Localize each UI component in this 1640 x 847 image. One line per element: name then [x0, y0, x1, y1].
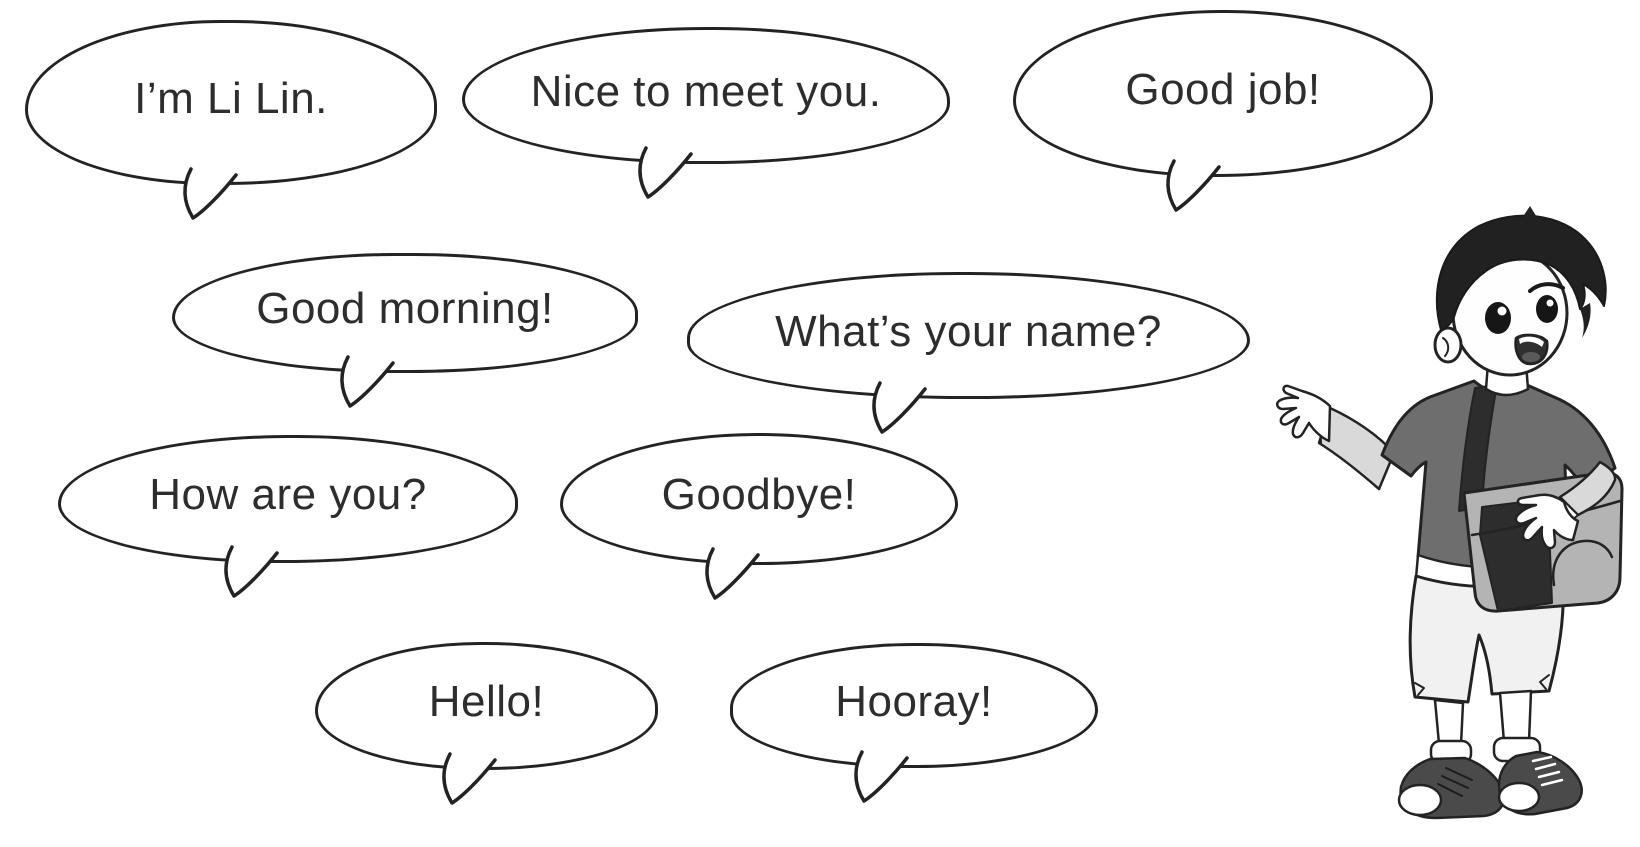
boy-illustration	[1275, 206, 1624, 820]
boy-waving-hand	[1275, 384, 1332, 443]
bubble-text: What’s your name?	[775, 306, 1162, 356]
bubble-text: Nice to meet you.	[530, 66, 882, 116]
bubble-tail	[340, 354, 396, 408]
bubble-text: I’m Li Lin.	[134, 73, 328, 123]
boy-eye-right	[1536, 295, 1558, 323]
bubble-text: Hello!	[428, 677, 545, 726]
bubble-tail	[638, 145, 693, 199]
bubble-text: How are you?	[149, 470, 427, 519]
bubble-tail	[705, 546, 761, 600]
speech-bubble-goodbye: Goodbye!	[560, 433, 958, 600]
boy-eye-left	[1485, 302, 1511, 334]
bubble-text: Hooray!	[835, 676, 993, 726]
bubble-tail	[1165, 158, 1221, 212]
speech-bubble-im-li-lin: I’m Li Lin.	[25, 20, 437, 220]
bubble-tail	[224, 544, 280, 598]
speech-bubble-nice-to-meet-you: Nice to meet you.	[462, 27, 950, 199]
speech-bubble-good-morning: Good morning!	[172, 253, 638, 408]
speech-bubble-whats-your-name: What’s your name?	[687, 272, 1250, 434]
boy-waving-arm	[1317, 406, 1396, 491]
speech-bubble-good-job: Good job!	[1013, 10, 1433, 212]
boy-hand-on-bag	[1514, 493, 1580, 550]
bubble-text: Goodbye!	[661, 470, 857, 519]
bubble-tail	[871, 380, 927, 434]
bubble-tail	[183, 166, 238, 220]
bubble-text: Good job!	[1125, 64, 1321, 114]
boy-hair	[1435, 214, 1607, 331]
speech-bubble-how-are-you: How are you?	[58, 435, 518, 598]
speech-bubble-hello: Hello!	[315, 642, 658, 805]
bubble-tail	[854, 749, 909, 803]
boy-eyebrow	[1528, 282, 1565, 293]
bubble-tail	[441, 751, 497, 805]
speech-bubble-hooray: Hooray!	[730, 643, 1098, 803]
bubble-text: Good morning!	[256, 284, 554, 333]
